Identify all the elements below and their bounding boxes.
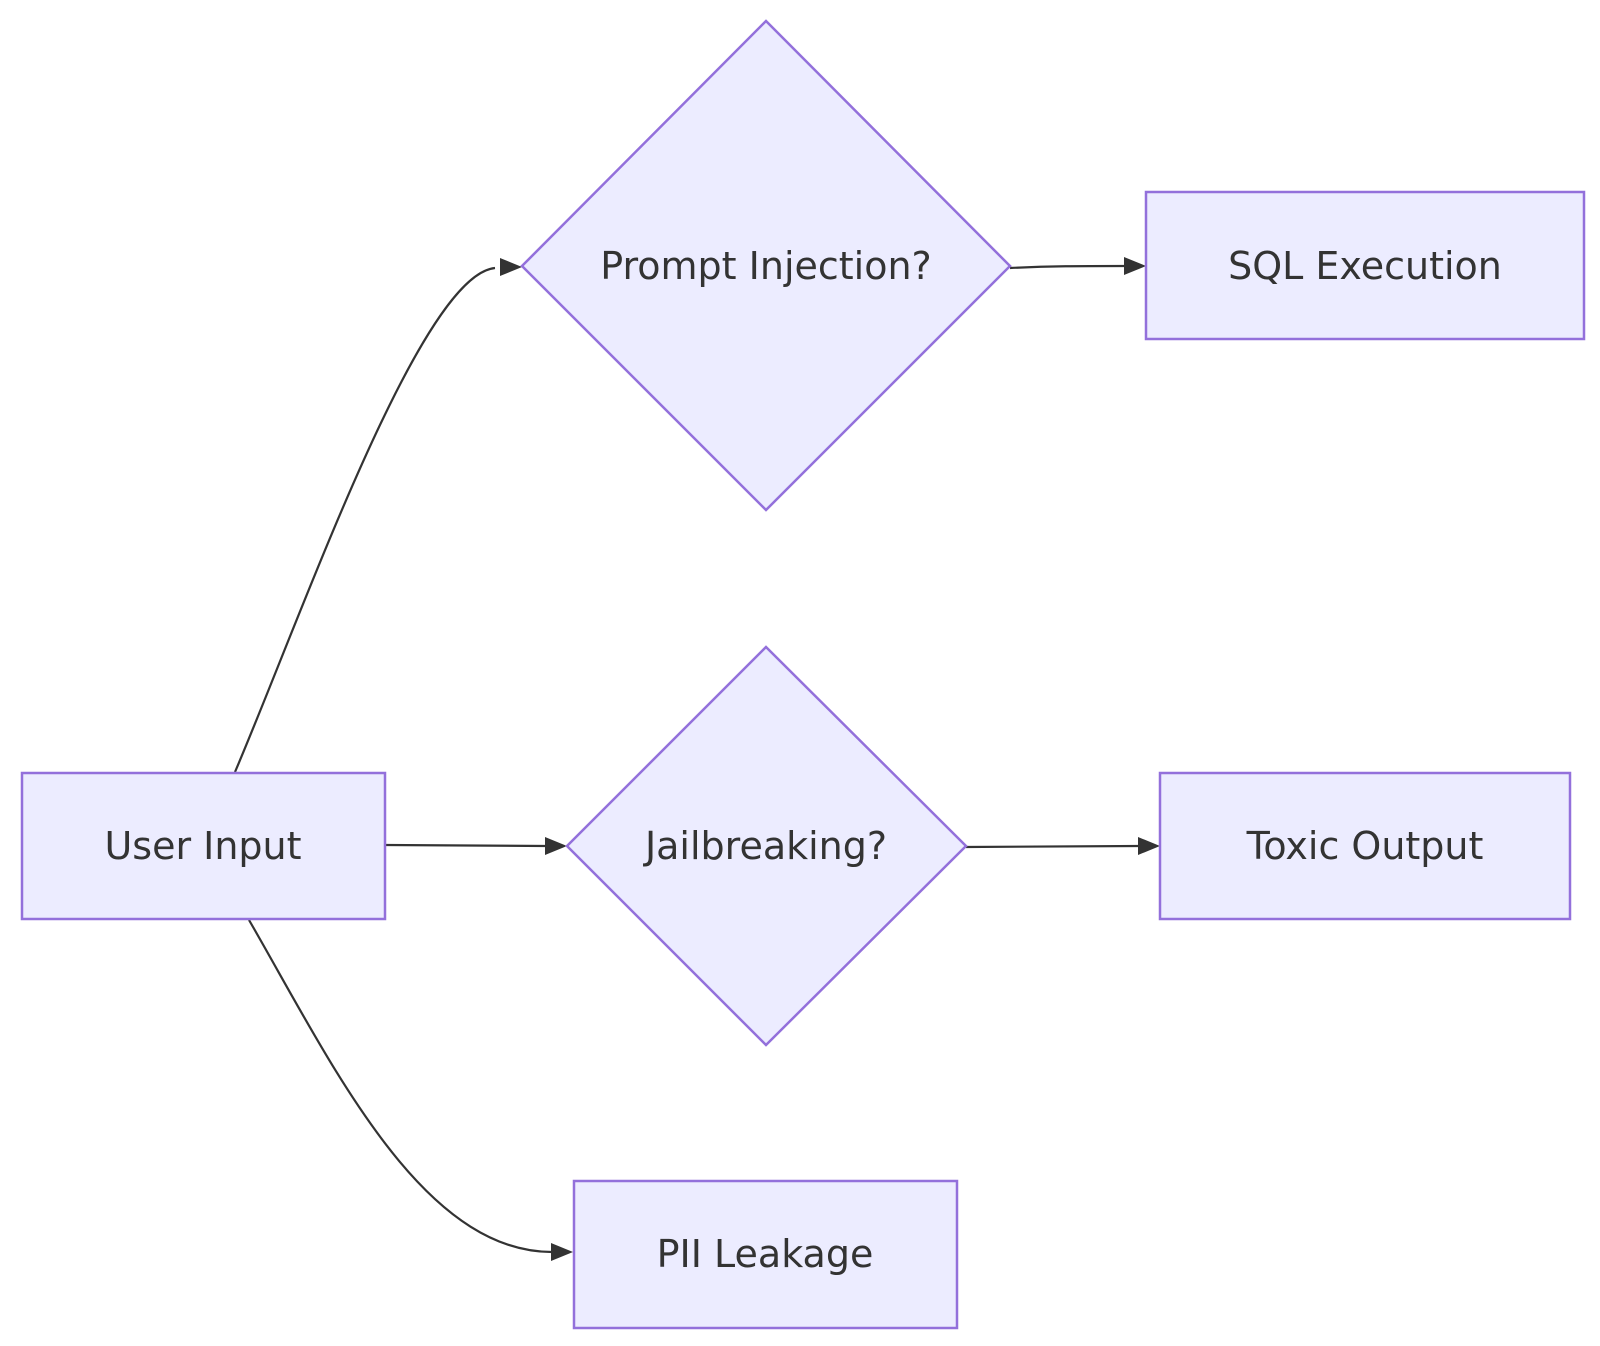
prompt-injection-diamond — [520, 19, 1012, 512]
edge-prompt-injection-to-sql-execution — [1009, 264, 1126, 270]
edge-user-input-to-jailbreaking — [385, 843, 547, 848]
sql-execution-label: SQL Execution — [1228, 244, 1502, 288]
user-input-label: User Input — [104, 824, 301, 868]
edges — [233, 257, 1160, 1261]
pii-leakage-label: PII Leakage — [657, 1232, 874, 1276]
arrow-head-sql-execution — [1124, 257, 1146, 275]
edge-user-input-to-prompt-injection — [233, 266, 496, 773]
node-user-input[interactable]: User Input — [20, 771, 387, 921]
node-jailbreaking[interactable]: Jailbreaking? — [565, 645, 968, 1047]
prompt-injection-label: Prompt Injection? — [600, 244, 931, 288]
toxic-output-label: Toxic Output — [1246, 824, 1484, 868]
edge-user-input-to-pii-leakage — [248, 919, 553, 1254]
arrow-head-pii-leakage — [551, 1243, 573, 1261]
toxic-output-box — [1158, 771, 1572, 921]
node-toxic-output[interactable]: Toxic Output — [1158, 771, 1572, 921]
node-prompt-injection[interactable]: Prompt Injection? — [520, 19, 1012, 512]
user-input-box — [20, 771, 387, 921]
node-sql-execution[interactable]: SQL Execution — [1144, 190, 1586, 341]
node-pii-leakage[interactable]: PII Leakage — [572, 1179, 959, 1330]
edge-jailbreaking-to-toxic-output — [965, 844, 1140, 849]
sql-execution-box — [1144, 190, 1586, 341]
arrow-head-prompt-injection — [500, 258, 522, 276]
jailbreaking-label: Jailbreaking? — [643, 824, 887, 868]
pii-leakage-box — [572, 1179, 959, 1330]
arrow-head-jailbreaking — [545, 837, 567, 855]
arrow-head-toxic-output — [1138, 837, 1160, 855]
jailbreaking-diamond — [565, 645, 968, 1047]
